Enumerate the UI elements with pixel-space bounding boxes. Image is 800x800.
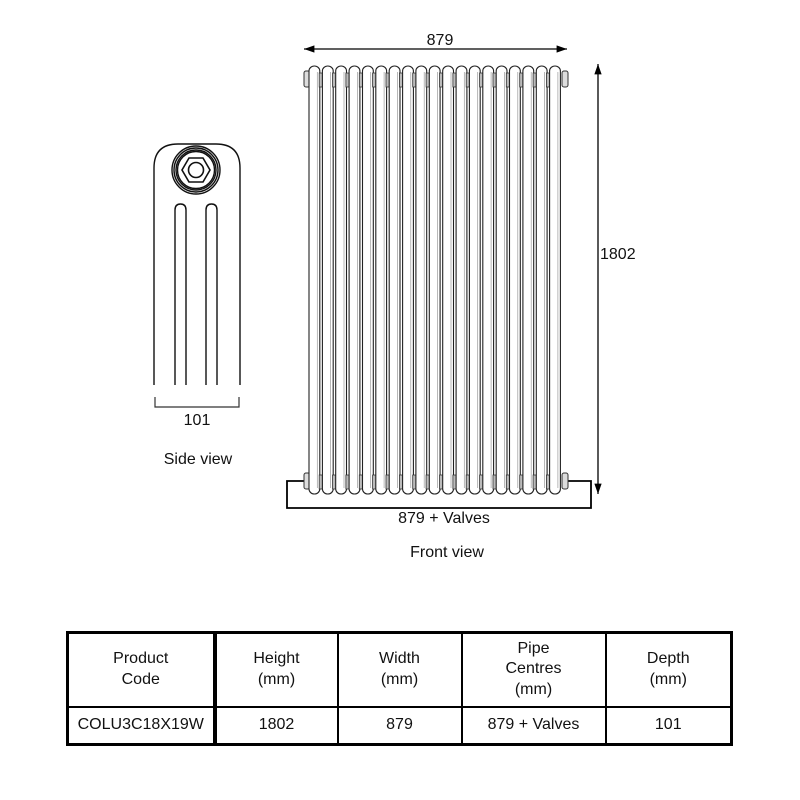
radiator-column <box>361 65 374 495</box>
header-text: (mm) <box>514 681 553 699</box>
side-view-slot-right <box>205 203 218 385</box>
table-header-row: Product Code Height (mm) Width (mm) Pipe… <box>66 631 733 708</box>
radiator-column <box>375 65 388 495</box>
header-width: Width (mm) <box>336 631 463 708</box>
header-pipe-centres: Pipe Centres (mm) <box>460 631 607 708</box>
specification-table: Product Code Height (mm) Width (mm) Pipe… <box>66 631 733 746</box>
radiator-column <box>388 65 401 495</box>
radiator-column <box>482 65 495 495</box>
header-text: Width <box>379 649 420 667</box>
side-view-outline <box>153 143 241 385</box>
header-text: (mm) <box>380 670 419 688</box>
cell-pipe-centres: 879 + Valves <box>460 705 607 746</box>
front-view-drawing <box>286 45 602 509</box>
header-product-code: Product Code <box>66 631 217 708</box>
valve-nut-icon <box>171 145 221 195</box>
pipe-centres-bracket <box>286 480 592 509</box>
front-view-width-label: 879 <box>426 32 454 49</box>
header-height: Height (mm) <box>213 631 339 708</box>
radiator-column <box>455 65 468 495</box>
header-text: (mm) <box>649 670 687 688</box>
depth-dimension-bracket <box>154 397 240 408</box>
header-text: Centres <box>505 660 562 678</box>
radiator-column <box>535 65 548 495</box>
front-view-title: Front view <box>410 544 484 561</box>
cell-product-code: COLU3C18X19W <box>66 705 217 746</box>
header-text: Pipe <box>517 639 550 657</box>
radiator-column <box>321 65 334 495</box>
front-view-height-label: 1802 <box>600 246 636 263</box>
radiator-column <box>495 65 508 495</box>
radiator-column <box>402 65 414 495</box>
right-end-cap-top <box>561 70 569 88</box>
header-text: Height <box>253 649 300 667</box>
front-view-pipe-label: 879 + Valves <box>398 510 490 527</box>
right-end-cap-bottom <box>561 472 569 490</box>
radiator-column <box>415 65 428 495</box>
radiator-column <box>549 65 561 495</box>
side-view-title: Side view <box>163 451 233 468</box>
cell-height: 1802 <box>213 705 339 746</box>
header-text: Product <box>113 649 169 667</box>
table-row: COLU3C18X19W 1802 879 879 + Valves 101 <box>66 705 733 746</box>
header-text: Code <box>121 670 160 688</box>
radiator-column <box>348 65 361 495</box>
side-view-drawing <box>153 143 241 408</box>
cell-width: 879 <box>336 705 463 746</box>
radiator-column <box>468 65 481 495</box>
header-text: (mm) <box>257 670 296 688</box>
radiator-column <box>442 65 455 495</box>
header-text: Depth <box>646 649 690 667</box>
radiator-column <box>508 65 521 495</box>
header-depth: Depth (mm) <box>604 631 733 708</box>
technical-drawing <box>153 45 602 509</box>
side-view-depth-label: 101 <box>183 412 211 429</box>
radiator-columns <box>308 65 561 495</box>
radiator-column <box>522 65 535 495</box>
radiator-column <box>428 65 441 495</box>
side-view-slot-left <box>174 203 187 385</box>
radiator-column <box>308 65 321 495</box>
cell-depth: 101 <box>604 705 733 746</box>
radiator-column <box>335 65 348 495</box>
